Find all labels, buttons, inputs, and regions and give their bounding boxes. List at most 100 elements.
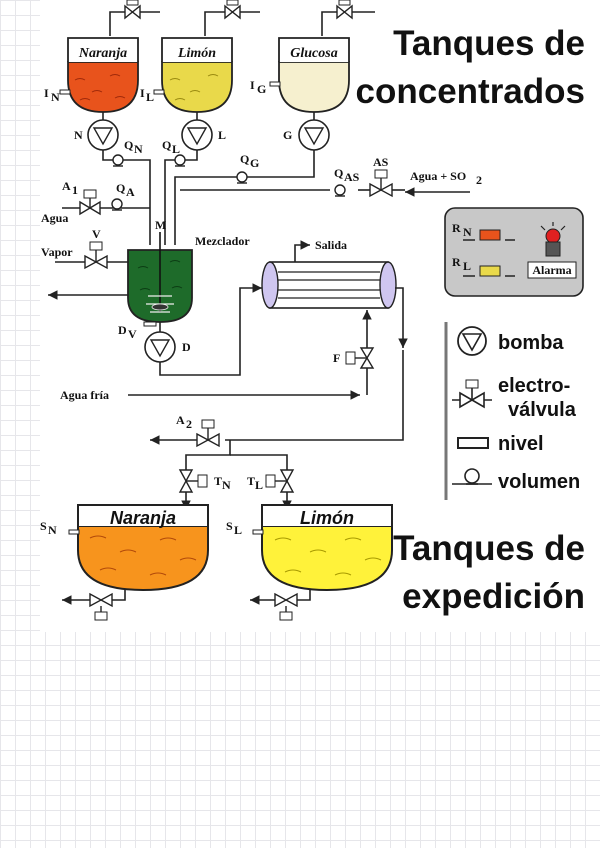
pump-d[interactable]: D bbox=[144, 322, 191, 363]
expedition-tank-limon-label: Limón bbox=[300, 508, 354, 528]
tank-glucosa: Glucosa bbox=[278, 37, 350, 113]
svg-text:L: L bbox=[255, 478, 263, 492]
svg-text:Q: Q bbox=[116, 181, 125, 195]
legend-nivel: nivel bbox=[498, 433, 544, 455]
title-bottom-line1: Tanques de bbox=[393, 529, 585, 568]
svg-text:Q: Q bbox=[162, 138, 171, 152]
flow-meter-qn: Q N bbox=[112, 138, 143, 167]
alarm-light-icon bbox=[540, 222, 566, 257]
svg-text:I: I bbox=[250, 78, 255, 92]
svg-text:2: 2 bbox=[186, 417, 192, 431]
inlet-valve-glucosa[interactable] bbox=[321, 0, 375, 36]
svg-text:Agua: Agua bbox=[41, 211, 68, 225]
legend-flow-meter-icon bbox=[452, 468, 492, 485]
outlet-valve-limon[interactable] bbox=[250, 590, 311, 621]
flow-meter-qa: Q A bbox=[111, 181, 135, 211]
svg-text:D: D bbox=[118, 323, 127, 337]
valve-tn[interactable]: T N bbox=[178, 469, 231, 510]
legend-level-icon bbox=[457, 437, 489, 449]
svg-text:L: L bbox=[234, 523, 242, 537]
inlet-valve-limon[interactable] bbox=[204, 0, 260, 36]
legend-electro: electro- bbox=[498, 375, 570, 397]
mixer-tank: M Mezclador bbox=[127, 218, 250, 323]
svg-text:Agua + SO: Agua + SO bbox=[410, 169, 466, 183]
pump-naranja[interactable]: N bbox=[74, 112, 119, 151]
title-top-line2: concentrados bbox=[356, 72, 586, 111]
valve-f[interactable]: F bbox=[333, 310, 375, 395]
svg-text:V: V bbox=[128, 327, 137, 341]
svg-text:L: L bbox=[172, 142, 180, 156]
title-bottom-line2: expedición bbox=[402, 577, 585, 616]
salida-label: Salida bbox=[315, 238, 347, 252]
svg-text:Q: Q bbox=[240, 152, 249, 166]
svg-text:N: N bbox=[48, 523, 57, 537]
svg-text:Q: Q bbox=[124, 138, 133, 152]
valve-v[interactable]: V Vapor bbox=[41, 227, 128, 270]
pump-limon[interactable]: L bbox=[181, 112, 226, 151]
expedition-tank-limon: Limón S L bbox=[226, 504, 393, 592]
valve-as[interactable]: AS Agua + SO 2 bbox=[369, 155, 482, 198]
legend-valvula: válvula bbox=[508, 399, 577, 421]
svg-text:F: F bbox=[333, 351, 340, 365]
level-sensor-naranja: I N bbox=[44, 86, 71, 104]
heat-exchanger bbox=[261, 261, 397, 309]
svg-text:L: L bbox=[463, 259, 471, 273]
title-top-line1: Tanques de bbox=[393, 24, 585, 63]
legend: bomba electro- válvula nivel volumen bbox=[444, 322, 580, 500]
svg-text:L: L bbox=[146, 90, 154, 104]
svg-text:I: I bbox=[140, 86, 145, 100]
flow-meter-qas: Q AS bbox=[334, 166, 360, 197]
flow-meter-ql: Q L bbox=[162, 138, 186, 167]
svg-text:L: L bbox=[218, 128, 226, 142]
svg-text:Vapor: Vapor bbox=[41, 245, 73, 259]
mixer-level-dv: D V bbox=[118, 321, 157, 341]
tank-glucosa-label: Glucosa bbox=[290, 46, 337, 61]
svg-text:N: N bbox=[134, 142, 143, 156]
svg-text:T: T bbox=[214, 474, 222, 488]
tank-limon: Limón bbox=[161, 37, 233, 113]
tank-limon-label: Limón bbox=[177, 46, 216, 61]
svg-text:Q: Q bbox=[334, 166, 343, 180]
expedition-tank-naranja-label: Naranja bbox=[110, 508, 176, 528]
legend-valve-icon bbox=[452, 379, 492, 409]
alarm-panel: R N R L Alarma bbox=[444, 207, 584, 297]
agua-fria-label: Agua fría bbox=[60, 388, 109, 402]
svg-text:R: R bbox=[452, 255, 461, 269]
valve-a1[interactable]: A 1 Agua bbox=[41, 179, 150, 225]
svg-text:A: A bbox=[62, 179, 71, 193]
outlet-valve-naranja[interactable] bbox=[61, 590, 126, 621]
svg-text:N: N bbox=[222, 478, 231, 492]
svg-text:Mezclador: Mezclador bbox=[195, 234, 250, 248]
svg-text:R: R bbox=[452, 221, 461, 235]
svg-text:G: G bbox=[283, 128, 292, 142]
alarm-label: Alarma bbox=[532, 263, 571, 277]
legend-bomba: bomba bbox=[498, 332, 564, 354]
inlet-valve-naranja[interactable] bbox=[109, 0, 160, 36]
legend-volumen: volumen bbox=[498, 471, 580, 493]
svg-text:V: V bbox=[92, 227, 101, 241]
valve-tl[interactable]: T L bbox=[247, 469, 295, 510]
svg-text:I: I bbox=[44, 86, 49, 100]
tank-naranja: Naranja bbox=[67, 37, 139, 113]
flow-meter-qg: Q G bbox=[236, 152, 259, 184]
svg-text:D: D bbox=[182, 340, 191, 354]
svg-text:A: A bbox=[176, 413, 185, 427]
level-sensor-limon: I L bbox=[140, 86, 165, 104]
svg-text:S: S bbox=[226, 519, 233, 533]
svg-text:AS: AS bbox=[373, 155, 389, 169]
svg-text:G: G bbox=[250, 156, 259, 170]
svg-text:AS: AS bbox=[344, 170, 360, 184]
svg-text:N: N bbox=[51, 90, 60, 104]
svg-text:G: G bbox=[257, 82, 266, 96]
svg-text:N: N bbox=[463, 225, 472, 239]
svg-text:2: 2 bbox=[476, 173, 482, 187]
tank-naranja-label: Naranja bbox=[78, 46, 127, 61]
svg-text:1: 1 bbox=[72, 183, 78, 197]
valve-a2[interactable]: A 2 bbox=[150, 413, 220, 448]
svg-text:A: A bbox=[126, 185, 135, 199]
svg-text:M: M bbox=[155, 218, 166, 232]
legend-pump-icon bbox=[457, 326, 487, 356]
pump-glucosa[interactable]: G bbox=[283, 112, 330, 151]
svg-text:T: T bbox=[247, 474, 255, 488]
